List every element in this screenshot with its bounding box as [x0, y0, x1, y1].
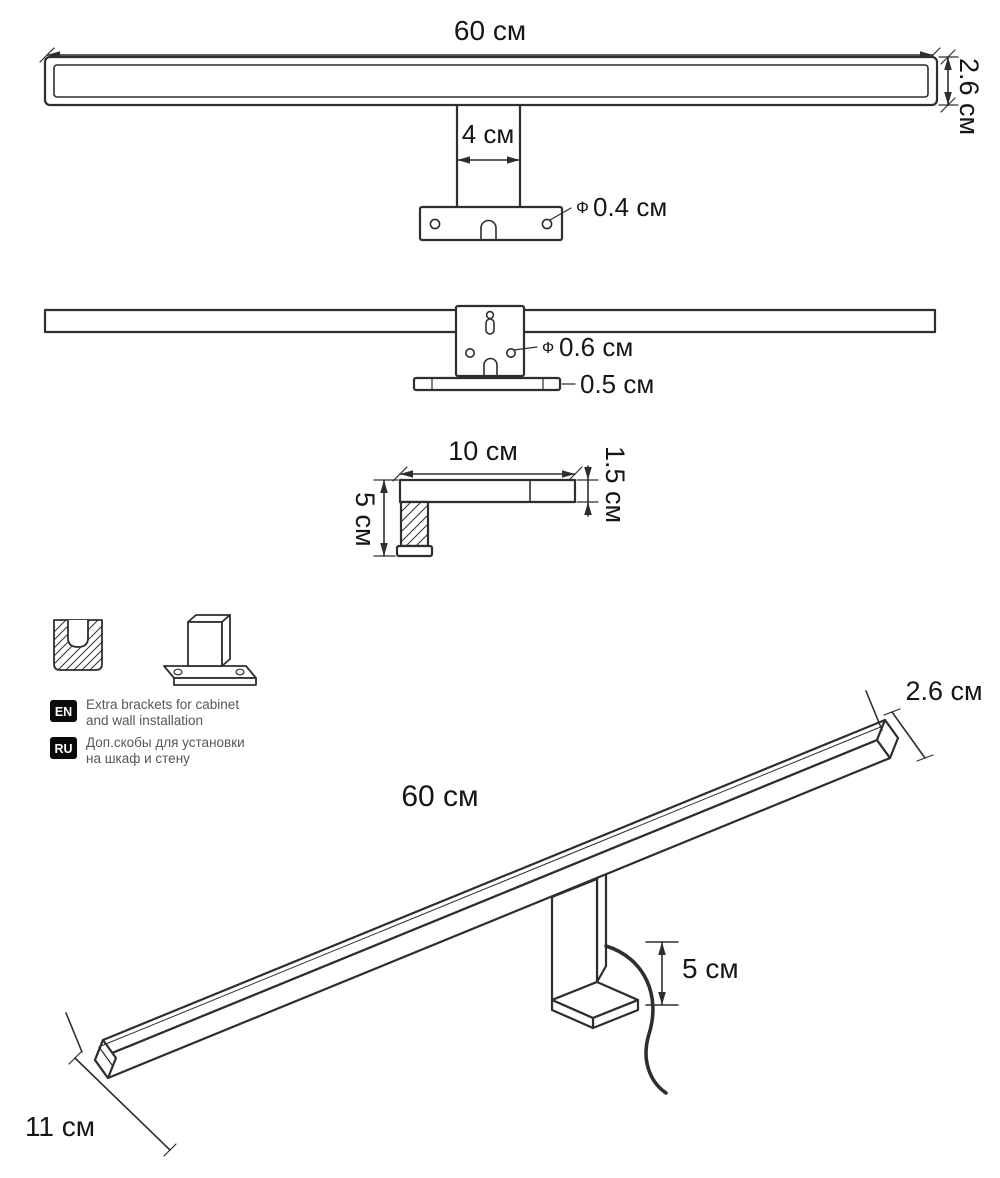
mounting-stem: [455, 103, 522, 209]
ru-note-line2: на шкаф и стену: [86, 751, 190, 766]
bracket-drop-side-label: 5 см: [350, 492, 380, 547]
hatch-lines: [400, 501, 429, 547]
bracket-side-profile: [395, 478, 577, 558]
mounting-plate-front: [418, 205, 564, 242]
dia-symbol-04: Ф: [576, 198, 589, 217]
bracket-slot: [483, 357, 498, 377]
dim-arm-length: 10 см: [392, 436, 583, 482]
dim-3d-depth: 11 см: [25, 1051, 177, 1157]
perspective-view: 60 см 2.6 см 5 см 11 см: [25, 676, 983, 1157]
hole-dia-04-label: 0.4 см: [593, 192, 667, 222]
power-cable: [604, 944, 668, 1095]
hole-dia-06-label: 0.6 см: [559, 332, 633, 362]
dim-bracket-drop-side: 5 см: [350, 479, 399, 557]
bracket-top: [454, 304, 526, 378]
en-note-line1: Extra brackets for cabinet: [86, 697, 239, 712]
ru-badge-label: RU: [54, 742, 72, 756]
bracket-hole-right: [505, 347, 516, 358]
plate-keyhole-slot: [480, 219, 497, 241]
plate-thickness-label: 0.5 см: [580, 369, 654, 399]
dim-3d-bracket-drop: 5 см: [645, 941, 739, 1006]
installation-notes: EN Extra brackets for cabinet and wall i…: [50, 697, 245, 766]
dim-front-length: 60 см: [39, 15, 941, 63]
dim-hole-dia-06: Ф 0.6 см: [513, 332, 633, 362]
en-note-line2: and wall installation: [86, 713, 203, 728]
lamp-bar-3d: [93, 718, 900, 1080]
bar-height-label: 1.5 см: [600, 446, 630, 523]
note-en: EN Extra brackets for cabinet and wall i…: [50, 697, 239, 728]
ru-badge: [50, 737, 77, 759]
dia-symbol-06: Ф: [542, 340, 554, 357]
plate-hole-right: [541, 218, 553, 230]
en-badge-label: EN: [55, 705, 72, 719]
en-badge: [50, 700, 77, 722]
depth-3d-label: 11 см: [25, 1111, 95, 1142]
bracket-hole-left: [464, 347, 475, 358]
dim-3d-length: 60 см: [65, 690, 883, 1053]
dim-stem-width: 4 см: [456, 119, 521, 164]
dim-hole-dia-04: Ф 0.4 см: [549, 192, 667, 222]
arm-length-label: 10 см: [448, 436, 518, 466]
bracket-3d: [550, 861, 668, 1095]
ru-note-line1: Доп.скобы для установки: [86, 735, 245, 750]
side-view: 10 см: [350, 436, 630, 558]
note-ru: RU Доп.скобы для установки на шкаф и сте…: [50, 735, 245, 766]
bracket-drop-3d-label: 5 см: [682, 953, 739, 984]
length-3d-label: 60 см: [401, 780, 478, 813]
dim-plate-thickness: 0.5 см: [561, 369, 654, 399]
lamp-bar-front: [43, 55, 939, 107]
wall-block-icon: [163, 614, 257, 686]
base-plate-top: [412, 376, 562, 392]
dim-3d-width: 2.6 см: [883, 676, 983, 762]
top-view: Ф 0.6 см 0.5 см: [43, 304, 937, 399]
plate-hole-left: [429, 218, 441, 230]
bracket-foot-side: [395, 544, 434, 558]
front-view: 60 см 2.6 см 4 см: [39, 15, 984, 242]
front-length-label: 60 см: [454, 15, 526, 46]
clip-bracket-icon: [53, 619, 103, 671]
accessory-icons: [53, 614, 257, 686]
front-height-label: 2.6 см: [954, 58, 984, 135]
dim-bar-height: 1.5 см: [576, 446, 630, 523]
dim-front-height: 2.6 см: [938, 49, 984, 135]
width-3d-label: 2.6 см: [905, 676, 982, 706]
stem-width-label: 4 см: [462, 119, 515, 149]
